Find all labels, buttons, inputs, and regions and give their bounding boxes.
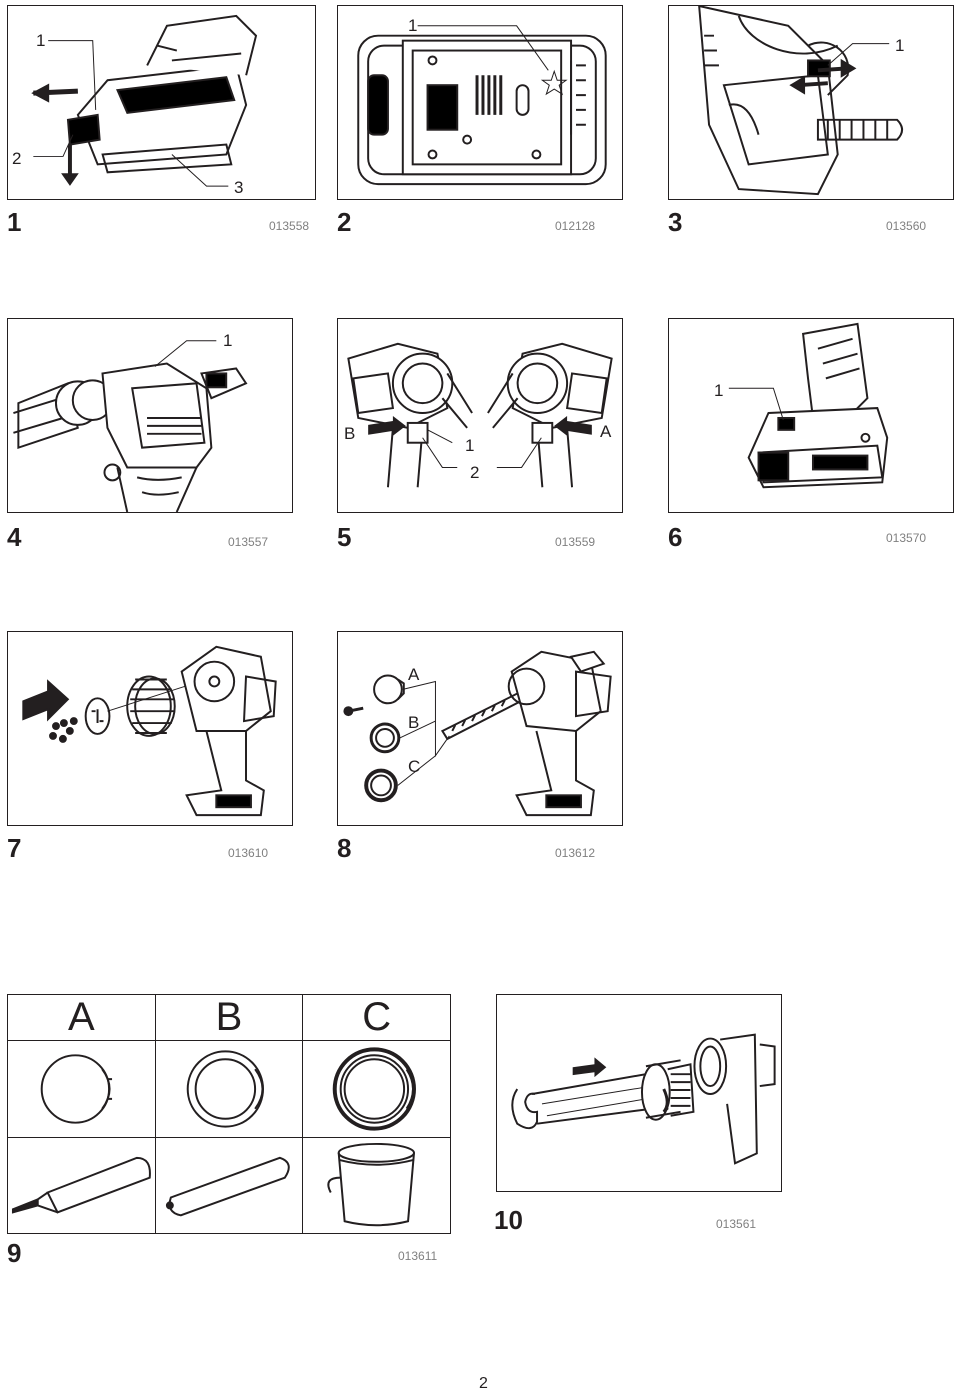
figure-7-illustration [22, 645, 277, 817]
figure-9-cap-c [302, 1040, 451, 1138]
figure-4-panel: 1 [7, 318, 293, 513]
figure-8-number: 8 [337, 833, 352, 863]
figure-10-panel [496, 994, 782, 1192]
figure-2-illustration [357, 25, 607, 186]
figure-5-illustration [347, 342, 613, 488]
figure-1-illustration [31, 14, 258, 187]
figure-1-number: 1 [7, 207, 22, 237]
figure-9-column-a: A [7, 994, 156, 1041]
figure-9-cap-a [7, 1040, 156, 1138]
figure-9-cap-b [154, 1040, 304, 1138]
figure-10-illustration [511, 1033, 776, 1165]
figure-4-number: 4 [7, 522, 22, 552]
page-number: 2 [479, 1375, 488, 1392]
figure-9-cartridge [7, 1136, 156, 1235]
figure-4-illustration [13, 340, 248, 512]
figure-8-code: 013612 [555, 846, 596, 860]
figure-2-code: 012128 [555, 219, 596, 233]
figure-1-callout-1: 1 [36, 31, 46, 50]
figure-5-callout-2: 2 [470, 463, 480, 482]
figure-3-illustration [698, 6, 904, 196]
figure-9-table: A B C [7, 994, 451, 1235]
figure-1-callout-2: 2 [12, 149, 22, 168]
figure-8-callout-b: B [408, 713, 420, 732]
figure-1-code: 013558 [269, 219, 310, 233]
figure-6-code: 013570 [886, 531, 927, 545]
figure-5-callout-1: 1 [465, 436, 475, 455]
figure-8-panel: A B C [337, 631, 623, 826]
figure-2-callout-1: 1 [408, 16, 418, 35]
figure-9-sausage [154, 1136, 304, 1235]
figure-9-column-b: B [154, 994, 304, 1041]
figure-3-number: 3 [668, 207, 683, 237]
figure-6-illustration [728, 322, 889, 489]
figure-5-callout-b: B [344, 424, 356, 443]
figure-9-number: 9 [7, 1238, 22, 1268]
figure-7-number: 7 [7, 833, 22, 863]
figure-8-illustration [343, 650, 612, 817]
figure-5-code: 013559 [555, 535, 596, 549]
figure-4-callout-1: 1 [223, 331, 233, 350]
figure-6-number: 6 [668, 522, 683, 552]
figure-9-column-c: C [302, 994, 451, 1041]
figure-10-number: 10 [494, 1205, 523, 1235]
figure-9-bucket [302, 1136, 451, 1235]
figure-3-callout-1: 1 [895, 36, 905, 55]
figure-1-panel: 1 2 3 [7, 5, 316, 200]
figure-7-code: 013610 [228, 846, 269, 860]
figure-4-code: 013557 [228, 535, 269, 549]
figure-5-panel: B A 1 2 [337, 318, 623, 513]
figure-8-callout-a: A [408, 665, 420, 684]
figure-5-number: 5 [337, 522, 352, 552]
figure-1-callout-3: 3 [234, 178, 244, 197]
figure-2-panel: 1 [337, 5, 623, 200]
figure-6-callout-1: 1 [714, 381, 724, 400]
figure-5-callout-a: A [600, 422, 612, 441]
figure-2-number: 2 [337, 207, 352, 237]
figure-3-panel: 1 [668, 5, 954, 200]
figure-7-panel [7, 631, 293, 826]
figure-3-code: 013560 [886, 219, 927, 233]
figure-6-panel: 1 [668, 318, 954, 513]
figure-8-callout-c: C [408, 757, 421, 776]
figure-9-code: 013611 [398, 1249, 438, 1263]
figure-10-code: 013561 [716, 1217, 757, 1231]
